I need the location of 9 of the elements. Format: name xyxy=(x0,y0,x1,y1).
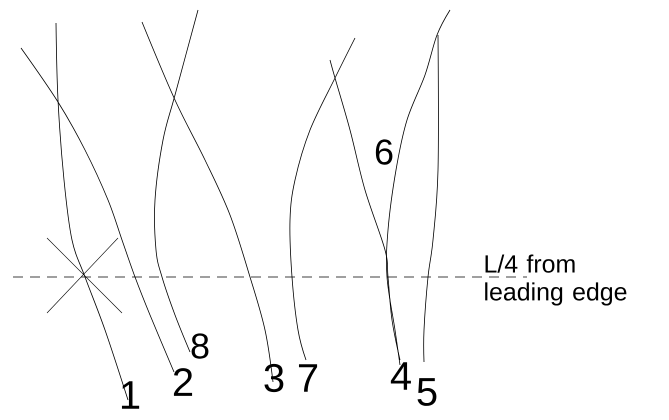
curve-number: 5 xyxy=(418,378,436,406)
curve-number: 6 xyxy=(376,139,392,165)
curve-number: 2 xyxy=(174,368,192,396)
curve-number: 1 xyxy=(122,381,140,409)
note-text: L/4 from leading edge xyxy=(485,254,626,306)
curve-number: 8 xyxy=(192,333,208,359)
curve-number: 7 xyxy=(298,364,318,392)
curve-number: 4 xyxy=(390,362,411,390)
curve-number: 3 xyxy=(264,364,284,392)
